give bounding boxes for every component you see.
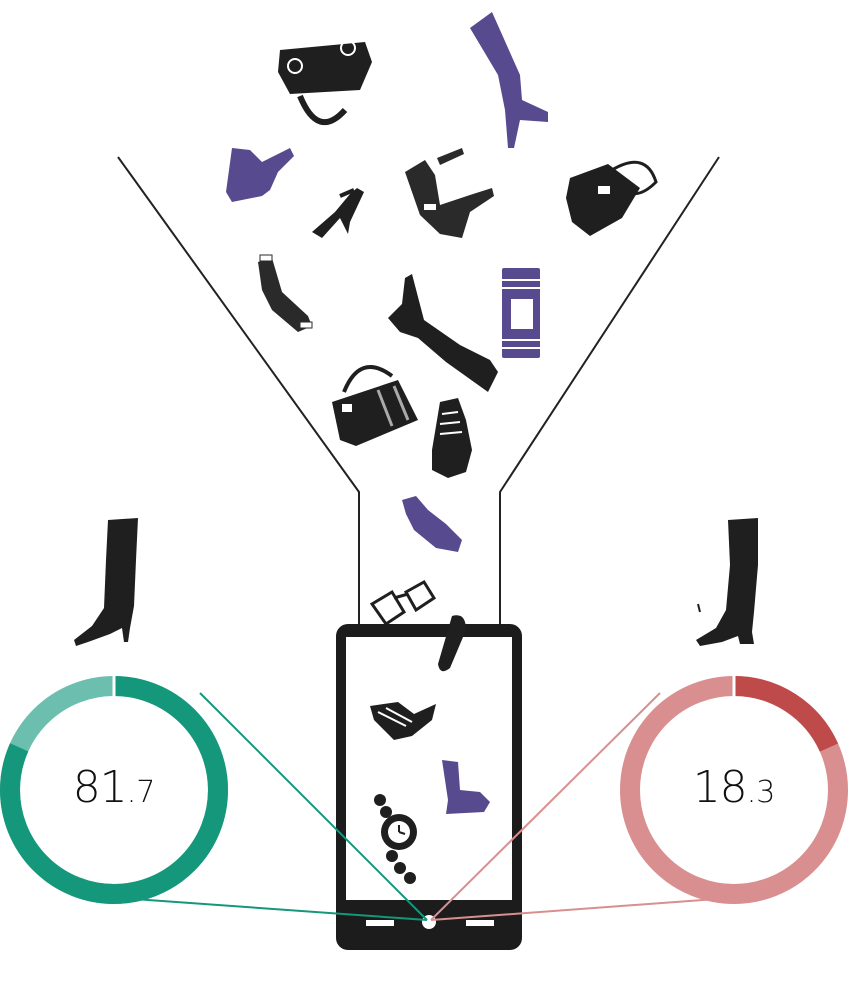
bikini-bottom-icon — [258, 254, 313, 332]
handbag-icon — [278, 40, 372, 126]
phone-items — [370, 615, 490, 884]
left-value-label: 81.7 — [64, 762, 164, 813]
phone-left-key — [366, 920, 394, 926]
phone-screen — [346, 637, 512, 900]
left-value-integer: 81 — [72, 762, 128, 813]
right-value-label: 18.3 — [684, 762, 784, 813]
tote-bag-icon — [332, 365, 418, 446]
right-value-decimal: .3 — [746, 775, 776, 810]
knee-boot-icon — [388, 274, 498, 392]
sneaker-icon — [432, 398, 472, 478]
right-value-integer: 18 — [692, 762, 748, 813]
thigh-boot-icon — [470, 12, 548, 148]
ankle-boot-icon — [226, 148, 294, 202]
funnel-left-edge — [117, 156, 360, 628]
tall-boot-low-heel-icon — [696, 518, 758, 646]
funnel-outline — [117, 156, 720, 628]
swim-briefs-icon — [402, 496, 462, 552]
hobo-bag-icon — [566, 160, 658, 236]
left-connector-top — [199, 692, 428, 921]
wristwatch-icon — [502, 268, 540, 358]
left-donut-chart — [0, 675, 228, 904]
phone-right-key — [466, 920, 494, 926]
glasses-icon — [369, 579, 437, 627]
bead-watch-icon — [374, 794, 417, 884]
right-connector-top — [430, 692, 661, 921]
swimsuit-top-icon — [405, 148, 494, 238]
flip-flop-icon — [438, 615, 466, 672]
left-connector-bottom — [119, 897, 428, 921]
right-donut-chart — [620, 675, 848, 904]
right-connector-bottom — [430, 897, 731, 921]
platform-heel-icon — [442, 760, 490, 814]
smartphone — [336, 624, 522, 950]
tall-boot-high-heel-icon — [74, 518, 138, 646]
connector-lines — [119, 692, 731, 921]
wedge-sandal-icon — [370, 702, 436, 740]
strappy-sandal-icon — [312, 188, 364, 238]
funnel-right-edge — [499, 156, 720, 628]
funnel-items — [226, 12, 658, 627]
left-value-decimal: .7 — [126, 775, 156, 810]
